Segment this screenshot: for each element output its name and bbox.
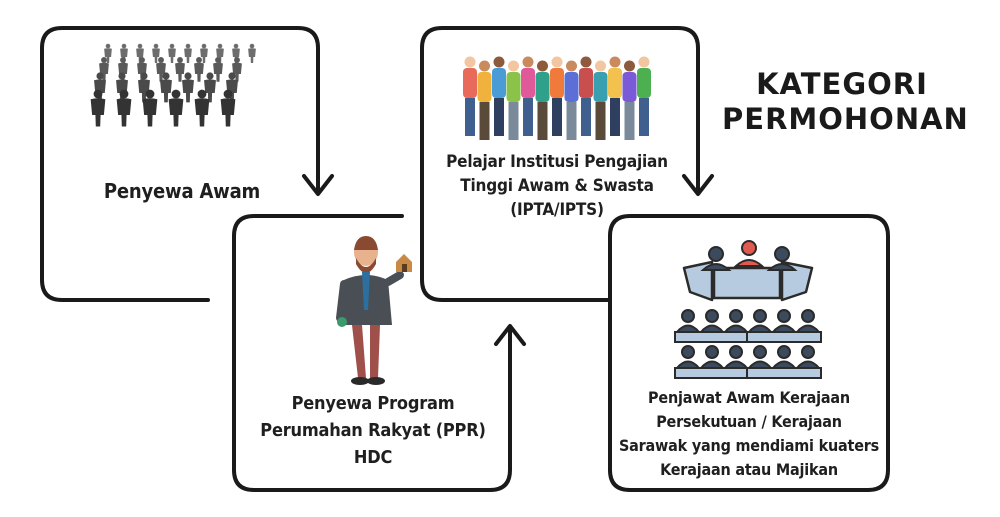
title-line-2: PERMOHONAN (722, 102, 969, 136)
label-penjawat-line-3: Sarawak yang mendiami kuaters (618, 436, 880, 455)
students-group-icon (463, 56, 651, 140)
label-penjawat-line-4: Kerajaan atau Majikan (660, 460, 838, 479)
label-pelajar-line-2: Tinggi Awam & Swasta (460, 176, 654, 196)
box-penyewa-awam (40, 26, 334, 302)
conference-audience-icon (674, 240, 822, 379)
label-penyewa-awam: Penyewa Awam (82, 178, 282, 204)
arrow-up-2 (494, 324, 526, 346)
box-ppr (232, 214, 526, 492)
title-line-1: KATEGORI (756, 67, 928, 101)
label-pelajar: Pelajar Institusi Pengajian Tinggi Awam … (432, 150, 682, 222)
crowd-icon (90, 43, 256, 127)
label-penjawat-awam: Penjawat Awam Kerajaan Persekutuan / Ker… (616, 386, 882, 482)
box-penjawat-awam (608, 214, 890, 492)
label-penyewa-awam-text: Penyewa Awam (103, 179, 261, 203)
label-pelajar-line-1: Pelajar Institusi Pengajian (446, 152, 668, 172)
arrow-down-3 (682, 174, 714, 196)
businessman-with-house-icon (336, 236, 412, 385)
label-ppr-line-2: Perumahan Rakyat (PPR) (260, 420, 486, 441)
label-penjawat-line-2: Persekutuan / Kerajaan (656, 412, 842, 431)
label-pelajar-line-3: (IPTA/IPTS) (510, 200, 604, 220)
page-title: KATEGORI PERMOHONAN (722, 67, 969, 137)
label-ppr-line-3: HDC (353, 447, 393, 468)
arrow-down-1 (302, 174, 334, 196)
label-penjawat-line-1: Penjawat Awam Kerajaan (648, 388, 850, 407)
label-ppr-line-1: Penyewa Program (291, 393, 455, 414)
label-ppr: Penyewa Program Perumahan Rakyat (PPR) H… (248, 390, 498, 471)
box-pelajar (420, 26, 714, 302)
